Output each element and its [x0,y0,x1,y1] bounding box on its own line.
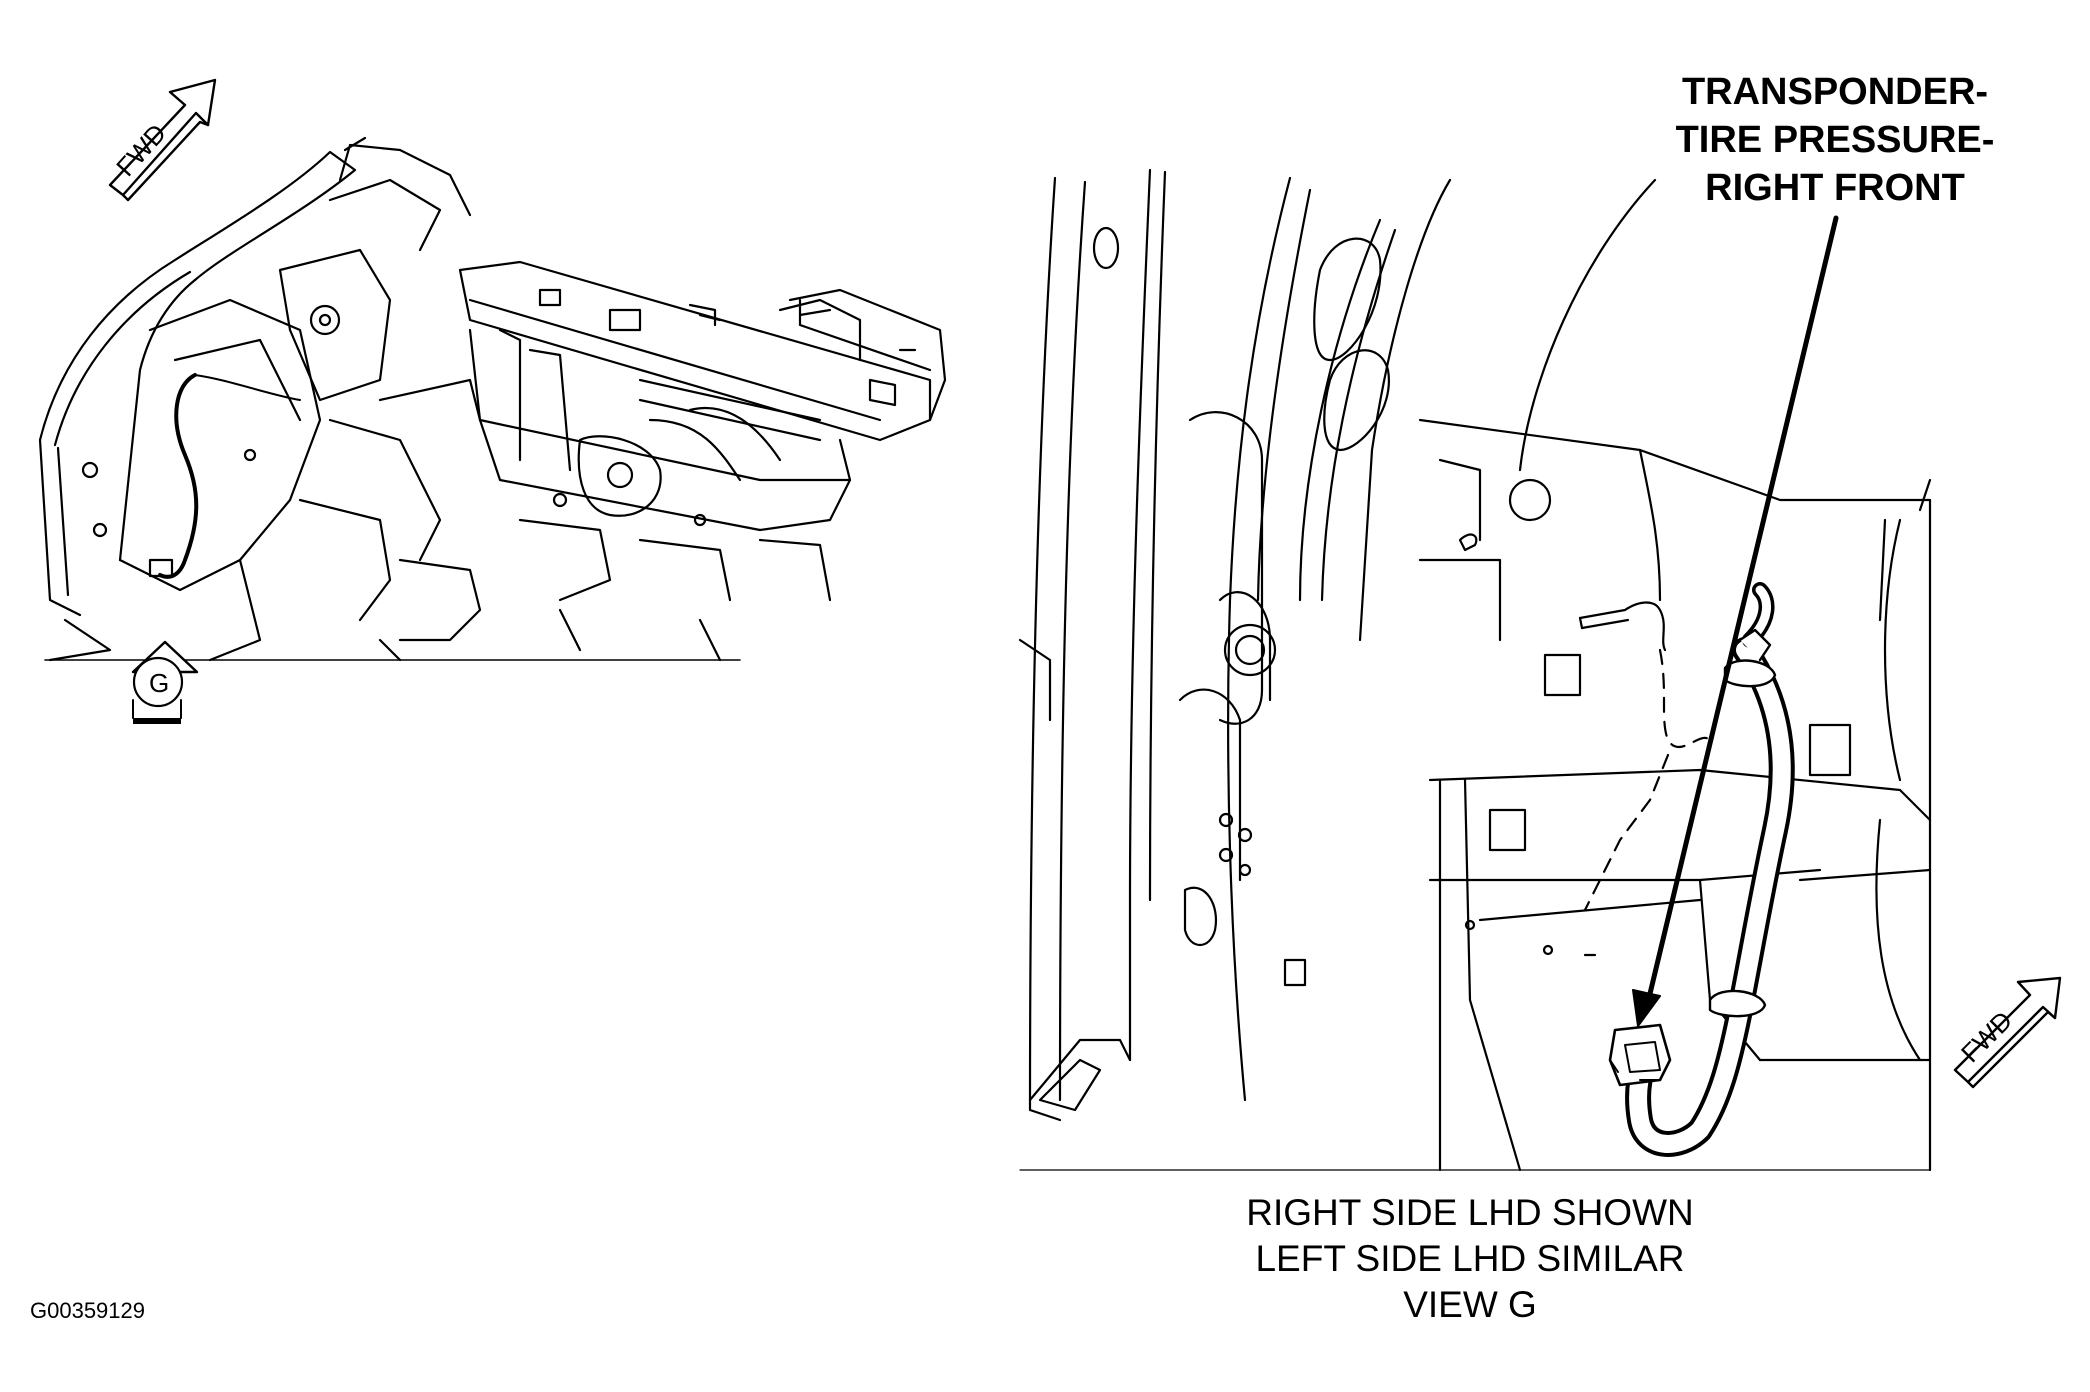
caption-line-2: LEFT SIDE LHD SIMILAR [1255,1238,1685,1279]
callout-leader [1632,215,1839,1027]
callout-line-3: RIGHT FRONT [1705,167,1965,209]
caption-line-3: VIEW G [1403,1284,1537,1325]
view-marker-letter: G [149,668,169,698]
fwd-arrow-bottom-right: FWD [1953,976,2062,1089]
overview-illustration [38,136,947,662]
view-g-detail [1018,168,1932,1172]
figure-id: G00359129 [30,1298,145,1323]
callout-line-1: TRANSPONDER- [1681,71,1989,113]
caption-line-1: RIGHT SIDE LHD SHOWN [1246,1192,1694,1233]
view-g-marker: G [131,640,199,724]
callout-line-2: TIRE PRESSURE- [1675,119,1995,161]
view-caption: RIGHT SIDE LHD SHOWN LEFT SIDE LHD SIMIL… [1160,1190,1780,1328]
callout-label: TRANSPONDER- TIRE PRESSURE- RIGHT FRONT [1640,68,2030,212]
fwd-arrow-top-left: FWD [108,78,217,202]
